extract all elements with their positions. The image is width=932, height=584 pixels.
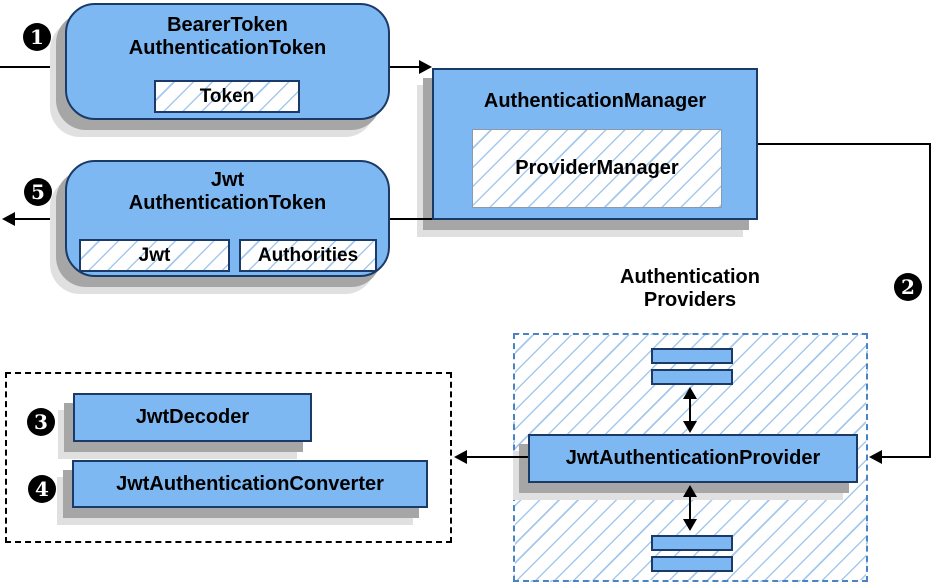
double-arrow-top-up-icon <box>683 387 697 399</box>
jwt-token-title: Jwt AuthenticationToken <box>67 169 388 215</box>
double-arrow-top-shaft <box>689 397 691 425</box>
token-chip: Token <box>154 80 300 113</box>
double-arrow-bottom-down-icon <box>683 519 697 531</box>
bearer-to-manager-line <box>390 66 420 68</box>
step-2-line-top <box>758 143 931 145</box>
bearer-token-title: BearerToken AuthenticationToken <box>67 14 388 60</box>
authentication-providers-label-line2: Providers <box>643 289 737 311</box>
provider-manager-chip: ProviderManager <box>472 129 722 208</box>
authorities-chip: Authorities <box>239 239 377 272</box>
incoming-request-line <box>0 66 66 68</box>
manager-to-jwt-token-line <box>390 218 432 220</box>
double-arrow-bottom-shaft <box>689 495 691 521</box>
bearer-to-manager-arrowhead-icon <box>419 60 432 74</box>
step-3-badge: 3 <box>27 408 55 436</box>
double-arrow-top-down-icon <box>683 421 697 433</box>
outgoing-arrowhead-icon <box>2 212 15 226</box>
authentication-providers-label-line1: Authentication <box>620 266 760 288</box>
jwt-authentication-token-node: Jwt AuthenticationToken Jwt Authorities <box>65 160 390 277</box>
provider-to-decoder-line <box>466 456 528 458</box>
jwt-authentication-provider-node: JwtAuthenticationProvider <box>528 434 858 483</box>
step-2-line-vertical <box>929 143 931 458</box>
jwt-decoder-node: JwtDecoder <box>73 393 312 442</box>
authentication-providers-label: Authentication Providers <box>588 266 792 312</box>
provider-to-decoder-arrowhead-icon <box>454 450 467 464</box>
step-4-badge: 4 <box>28 475 56 503</box>
bearer-token-authentication-token-node: BearerToken AuthenticationToken Token <box>65 3 390 120</box>
jwt-token-title-line2: AuthenticationToken <box>128 192 327 214</box>
decoder-converter-container: 3 JwtDecoder 4 JwtAuthenticationConverte… <box>5 372 452 543</box>
jwt-authentication-converter-node: JwtAuthenticationConverter <box>72 460 428 508</box>
step-5-badge: 5 <box>24 178 52 206</box>
double-arrow-bottom-up-icon <box>683 485 697 497</box>
step-2-line-bottom <box>881 456 931 458</box>
jwt-token-title-line1: Jwt <box>210 169 245 191</box>
authentication-manager-node: AuthenticationManager ProviderManager <box>432 68 758 220</box>
provider-stack-bar <box>651 535 733 551</box>
provider-stack-bar <box>651 556 733 572</box>
bearer-token-title-line1: BearerToken <box>167 14 288 36</box>
authentication-manager-title: AuthenticationManager <box>483 90 707 112</box>
provider-stack-bar <box>651 348 733 364</box>
step-2-arrowhead-icon <box>869 450 882 464</box>
step-2-badge: 2 <box>894 273 922 301</box>
bearer-token-title-line2: AuthenticationToken <box>128 37 327 59</box>
step-1-badge: 1 <box>23 23 51 51</box>
outgoing-result-line <box>14 218 66 220</box>
jwt-chip: Jwt <box>79 239 230 272</box>
provider-stack-bar <box>651 369 733 385</box>
